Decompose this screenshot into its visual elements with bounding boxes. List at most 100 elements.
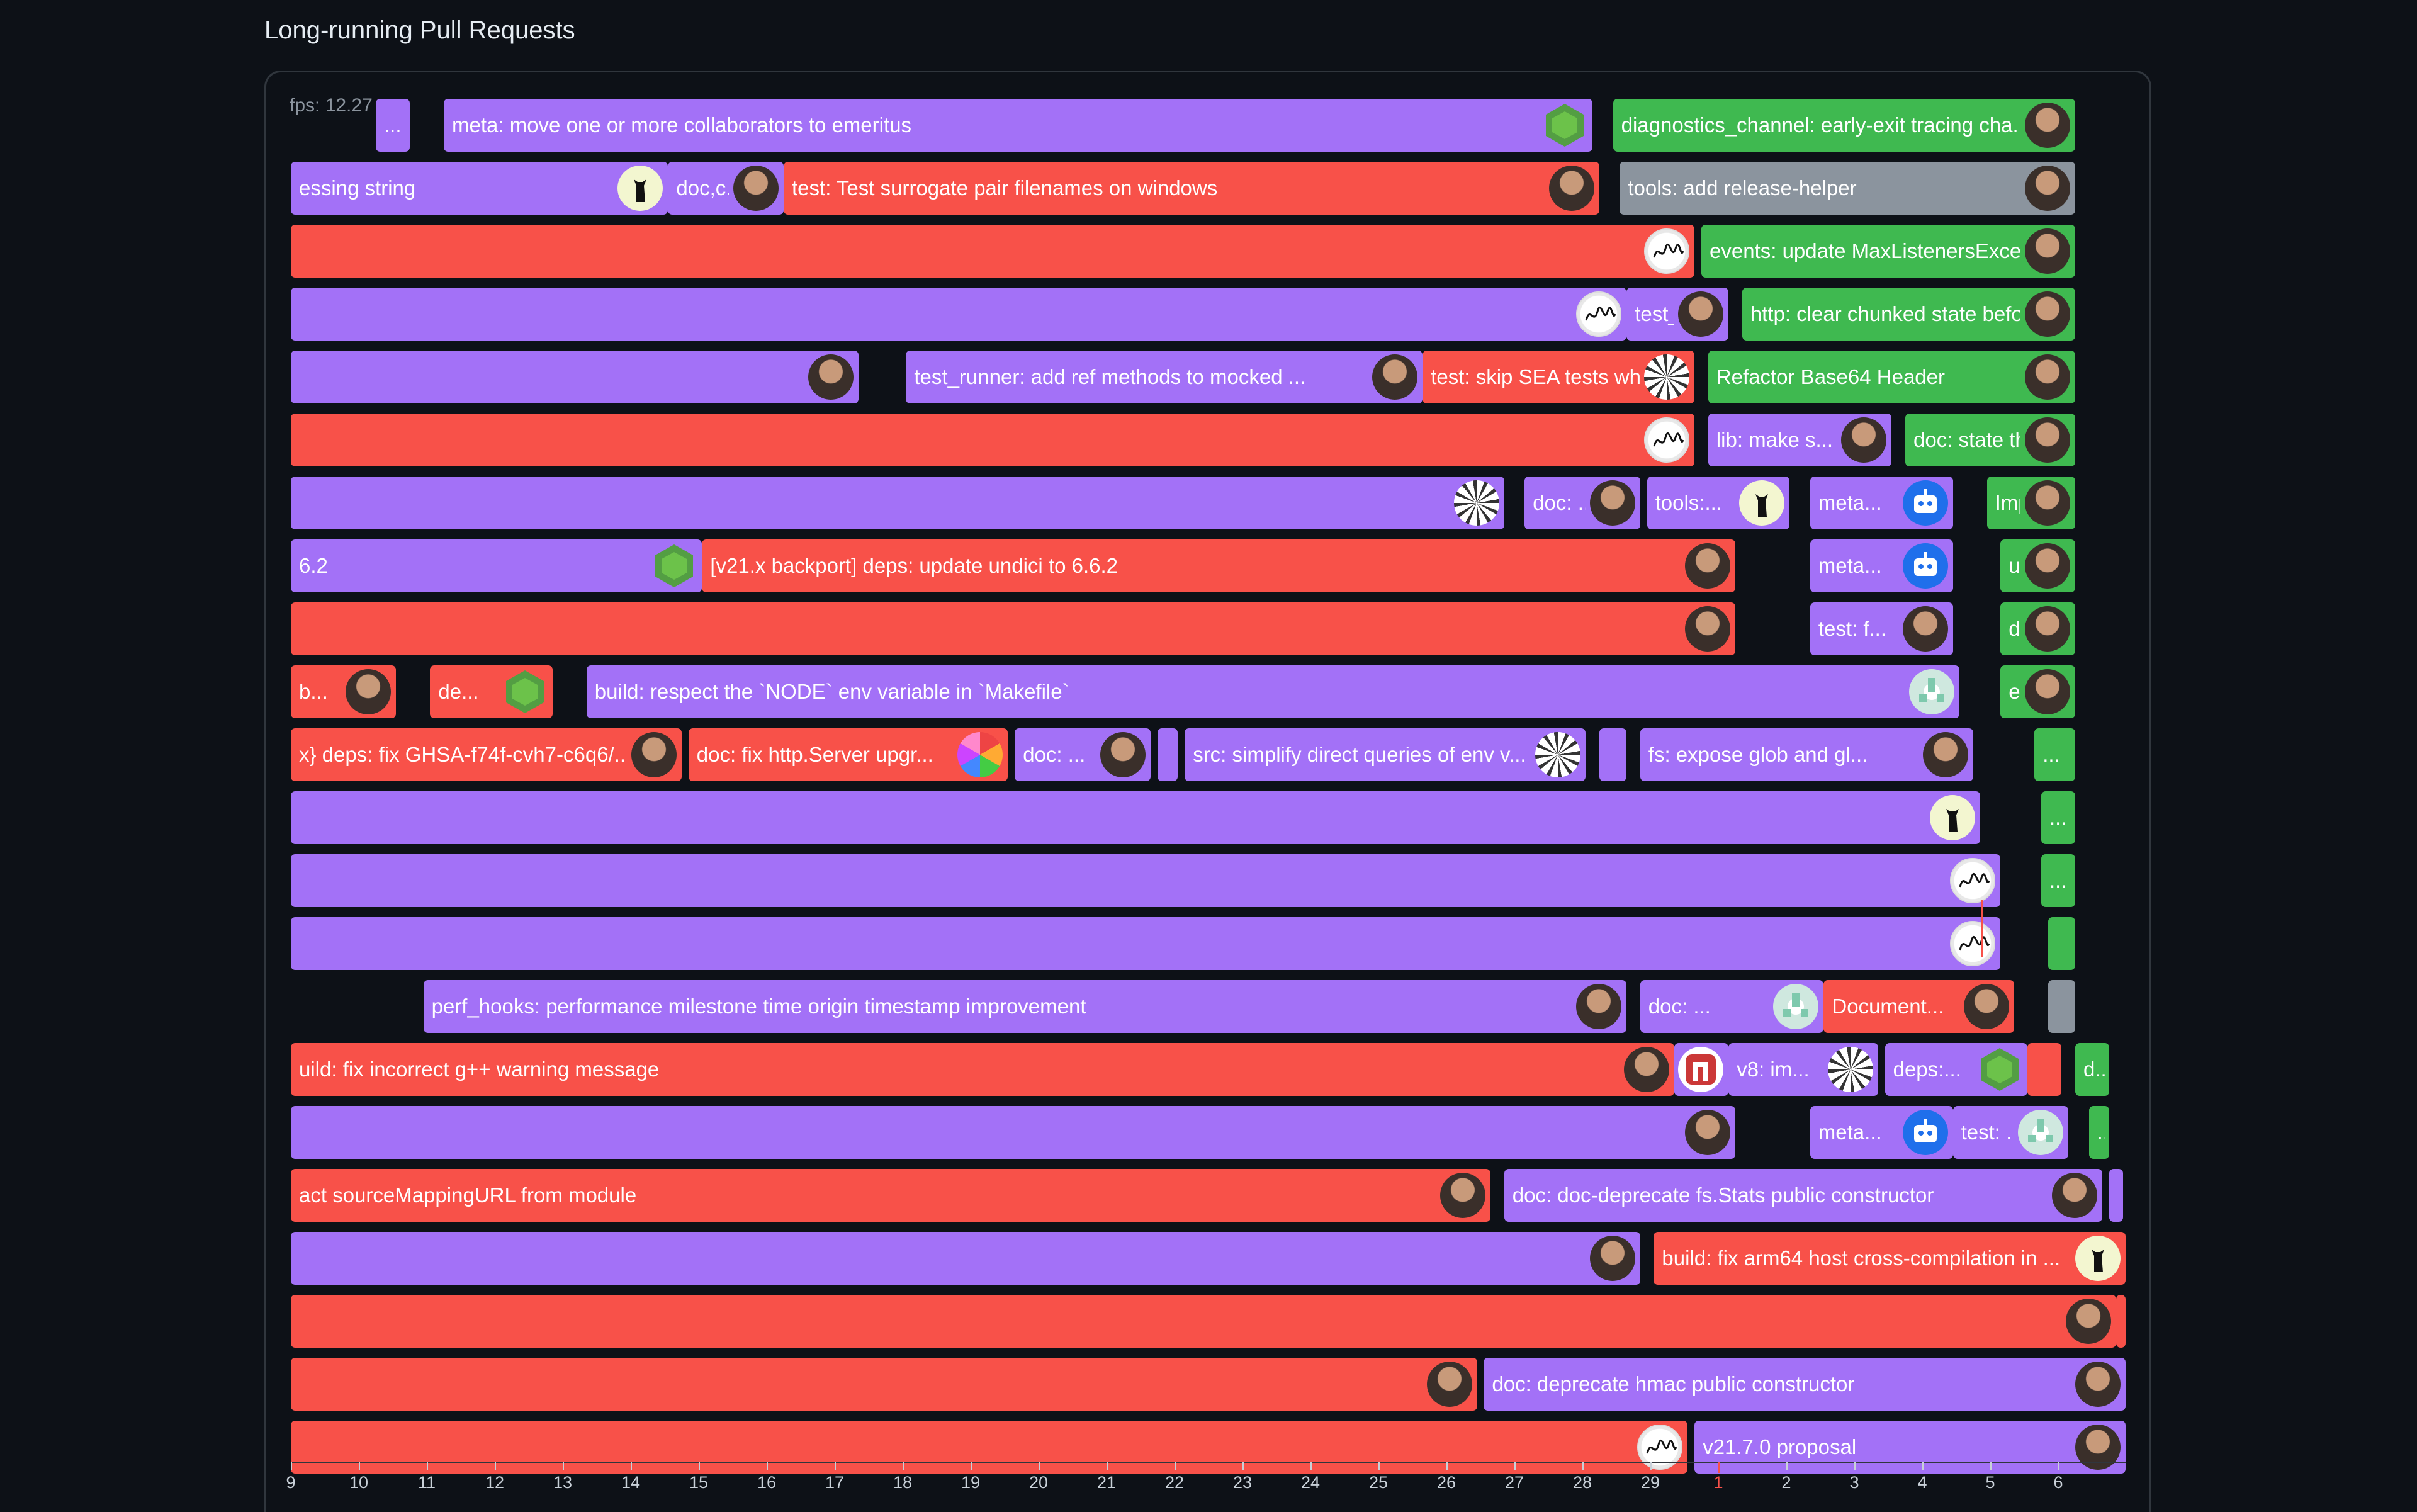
gantt-chart[interactable]: ... meta: move one or more collaborators … [291, 98, 2126, 1511]
author-avatar[interactable] [1963, 984, 2009, 1029]
pr-bar[interactable]: doc: fix http.Server upgr... [688, 728, 1008, 781]
pr-bar[interactable]: perf_hooks: performance milestone time o… [423, 980, 1627, 1033]
pr-bar[interactable]: doc: ... [1524, 477, 1640, 529]
pr-bar[interactable]: ... [2088, 1106, 2109, 1159]
pr-bar[interactable]: test: Test surrogate pair filenames on w… [784, 162, 1599, 215]
author-avatar[interactable] [2024, 543, 2070, 589]
author-avatar[interactable] [1902, 606, 1948, 652]
author-avatar[interactable] [1372, 354, 1418, 400]
pr-bar[interactable] [291, 854, 2001, 907]
pr-bar[interactable]: util: d... [2000, 539, 2075, 592]
pr-bar[interactable]: uild: fix incorrect g++ warning message [291, 1043, 1674, 1096]
bot-icon[interactable] [1902, 543, 1948, 589]
pr-bar[interactable]: build: fix arm64 host cross-compilation … [1654, 1232, 2126, 1285]
hex-icon[interactable] [1977, 1047, 2022, 1092]
pr-bar[interactable]: error... [2000, 665, 2075, 718]
pr-bar[interactable] [1158, 728, 1178, 781]
pr-bar[interactable]: tools: add release-helper [1620, 162, 2075, 215]
pr-bar[interactable] [291, 1232, 1640, 1285]
pr-bar[interactable] [291, 225, 1695, 278]
pr-bar[interactable]: x} deps: fix GHSA-f74f-cvh7-c6q6/... [291, 728, 682, 781]
pr-bar[interactable]: test_runner: add ref methods to mocked .… [906, 351, 1423, 403]
author-avatar[interactable] [2024, 669, 2070, 714]
pr-bar[interactable]: http: clear chunked state befo... [1742, 288, 2075, 341]
pr-bar[interactable]: test: f... [1810, 602, 1953, 655]
pr-bar[interactable]: deps:... [1885, 1043, 2028, 1096]
pr-bar[interactable]: build: respect the `NODE` env variable i… [586, 665, 1960, 718]
pr-bar[interactable]: 6.2 [291, 539, 702, 592]
pr-bar[interactable]: doc: state that... [1905, 414, 2075, 466]
author-avatar[interactable] [2024, 166, 2070, 211]
pr-bar[interactable] [1674, 1043, 1729, 1096]
pr-bar[interactable] [2048, 980, 2075, 1033]
author-avatar[interactable] [346, 669, 392, 714]
author-avatar[interactable] [1100, 732, 1146, 777]
ink-icon[interactable] [1576, 291, 1622, 337]
bot-icon[interactable] [1902, 480, 1948, 526]
pr-bar[interactable] [2027, 1043, 2062, 1096]
pr-bar[interactable] [291, 1358, 1477, 1411]
author-avatar[interactable] [2025, 417, 2070, 463]
pr-bar[interactable] [291, 288, 1627, 341]
author-avatar[interactable] [2025, 228, 2070, 274]
pr-bar[interactable]: b... [291, 665, 397, 718]
pr-bar[interactable]: doc: doc-deprecate fs.Stats public const… [1504, 1169, 2103, 1222]
pattern-icon[interactable] [1909, 669, 1955, 714]
author-avatar[interactable] [1589, 480, 1635, 526]
pr-bar[interactable] [291, 477, 1504, 529]
author-avatar[interactable] [2024, 291, 2070, 337]
noise-icon[interactable] [1453, 480, 1499, 526]
author-avatar[interactable] [1922, 732, 1968, 777]
ink-icon[interactable] [1950, 921, 1996, 966]
pr-bar[interactable] [291, 917, 2001, 970]
cat-icon[interactable] [2075, 1236, 2121, 1281]
pr-bar[interactable]: meta: move one or more collaborators to … [444, 99, 1593, 152]
pr-bar[interactable]: tools:... [1647, 477, 1790, 529]
pie-icon[interactable] [957, 732, 1003, 777]
pr-bar[interactable]: doc: ... [2000, 602, 2075, 655]
hex-icon[interactable] [1542, 103, 1587, 148]
author-avatar[interactable] [1678, 291, 1724, 337]
author-avatar[interactable] [1685, 606, 1730, 652]
author-avatar[interactable] [1684, 543, 1730, 589]
pr-bar[interactable]: ... [2041, 854, 2075, 907]
hex-icon[interactable] [651, 543, 697, 589]
ink-icon[interactable] [1637, 1425, 1683, 1470]
pr-bar[interactable]: essing string [291, 162, 668, 215]
noise-icon[interactable] [1644, 354, 1690, 400]
pr-bar[interactable]: Refactor Base64 Header [1708, 351, 2075, 403]
author-avatar[interactable] [631, 732, 677, 777]
pattern-icon[interactable] [2018, 1110, 2064, 1155]
pr-bar[interactable] [291, 351, 859, 403]
author-avatar[interactable] [1685, 1110, 1730, 1155]
cat-icon[interactable] [1739, 480, 1785, 526]
author-avatar[interactable] [1576, 984, 1622, 1029]
pr-bar[interactable]: Document... [1823, 980, 2014, 1033]
pr-bar[interactable]: lib: make s... [1708, 414, 1892, 466]
pr-bar[interactable] [1599, 728, 1627, 781]
pr-bar[interactable]: d... [2075, 1043, 2109, 1096]
bot-icon[interactable] [1902, 1110, 1948, 1155]
author-avatar[interactable] [733, 166, 779, 211]
pr-bar[interactable]: doc: ... [1640, 980, 1824, 1033]
pr-bar[interactable] [2048, 917, 2075, 970]
pr-bar[interactable] [2109, 1169, 2123, 1222]
pr-bar[interactable]: events: update MaxListenersExceeded... [1701, 225, 2075, 278]
ink-icon[interactable] [1644, 417, 1690, 463]
author-avatar[interactable] [2024, 354, 2070, 400]
author-avatar[interactable] [1549, 166, 1594, 211]
pr-bar[interactable]: v8: im... [1728, 1043, 1878, 1096]
npm-icon[interactable] [1678, 1047, 1724, 1092]
pr-bar[interactable]: act sourceMappingURL from module [291, 1169, 1491, 1222]
pr-bar[interactable] [291, 1295, 2116, 1348]
pr-bar[interactable]: [v21.x backport] deps: update undici to … [702, 539, 1735, 592]
pattern-icon[interactable] [1773, 984, 1819, 1029]
pr-bar[interactable]: fs: expose glob and gl... [1640, 728, 1973, 781]
author-avatar[interactable] [2075, 1362, 2121, 1407]
pr-bar[interactable]: doc: deprecate hmac public constructor [1484, 1358, 2126, 1411]
pr-bar[interactable]: meta... [1810, 539, 1953, 592]
author-avatar[interactable] [2024, 103, 2070, 148]
pr-bar[interactable]: Improvin... [1986, 477, 2075, 529]
pr-bar[interactable]: ... [376, 99, 410, 152]
pr-bar[interactable]: test: ... [1952, 1106, 2069, 1159]
